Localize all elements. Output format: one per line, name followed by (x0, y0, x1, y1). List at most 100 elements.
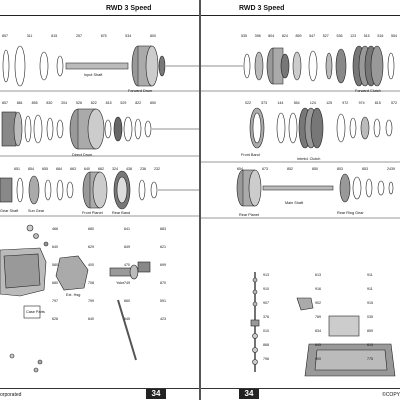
part-number-label: 708 (88, 281, 94, 285)
page-gutter (199, 0, 201, 400)
part-number-label: 972 (342, 101, 348, 105)
part-number-label: 853 (362, 167, 368, 171)
caption-input-shaft: Input Shaft (84, 73, 103, 77)
part-number-label: 376 (263, 315, 269, 319)
part-number-label: 613 (315, 273, 321, 277)
left-footer (0, 388, 199, 400)
right-page: RWD 3 Speed (201, 0, 400, 400)
part-number-label: 423 (160, 317, 166, 321)
part-number-label: 800 (150, 34, 156, 38)
left-page-header: RWD 3 Speed (106, 5, 152, 12)
caption-direct-drum: Direct Drum (72, 153, 92, 157)
part-number-label: 640 (88, 317, 94, 321)
caption-yoke: Yoke (116, 281, 124, 285)
part-number-label: 855 (32, 101, 38, 105)
ring-part (14, 45, 26, 87)
left-page-number: 34 (146, 389, 166, 399)
part-number-label: 123 (350, 34, 356, 38)
part-number-label: 910 (263, 287, 269, 291)
part-number-label: 830 (46, 101, 52, 105)
part-number-label: 204 (61, 101, 67, 105)
part-number-label: 527 (323, 34, 329, 38)
part-number-label: 515 (364, 34, 370, 38)
part-number-label: 900 (315, 357, 321, 361)
right-footer (201, 388, 400, 400)
caption-front-band: Front Band (241, 153, 260, 157)
part-number-label: 232 (154, 167, 160, 171)
caption-sun-gear: Sun Gear (28, 209, 45, 213)
caption-rear-planet: Rear Planet (239, 213, 260, 217)
part-number-label: 822 (135, 101, 141, 105)
part-number-label: 236 (140, 167, 146, 171)
caption-front-planet: Front Planet (82, 211, 104, 215)
part-number-label: 680 (88, 227, 94, 231)
part-number-label: 554 (391, 34, 397, 38)
part-number-label: 883 (160, 227, 166, 231)
part-number-label: 534 (125, 34, 131, 38)
part-number-label: 673 (262, 167, 268, 171)
part-number-label: 974 (359, 101, 365, 105)
part-number-label: 654 (237, 167, 243, 171)
rear-ring-gear-part (339, 173, 351, 203)
part-number-label: 913 (263, 273, 269, 277)
part-number-label: 526 (76, 101, 82, 105)
part-number-label: 815 (106, 101, 112, 105)
part-number-label: 144 (277, 101, 283, 105)
part-number-label: 398 (255, 34, 261, 38)
part-number-label: 675 (101, 34, 107, 38)
part-number-label: 660 (124, 299, 130, 303)
caption-case-parts: Case Parts (26, 310, 45, 314)
part-number-label: 311 (27, 34, 33, 38)
part-number-label: 868 (263, 343, 269, 347)
part-number-label: 010 (263, 329, 269, 333)
part-number-label: 2439 (387, 167, 395, 171)
part-number-label: 699 (160, 263, 166, 267)
part-number-label: 915 (367, 301, 373, 305)
part-number-label: 850 (312, 167, 318, 171)
part-number-label: 804 (268, 34, 274, 38)
part-number-label: 859 (367, 329, 373, 333)
left-header-rule (0, 15, 199, 16)
caption-intermediate-clutch: Intmtd. Clutch (297, 157, 320, 161)
caption-ext-hsg: Ext. Hsg (66, 293, 80, 297)
right-page-header: RWD 3 Speed (239, 5, 285, 12)
part-number-label: 466 (52, 227, 58, 231)
part-number-label: 640 (52, 245, 58, 249)
part-number-label: 834 (315, 329, 321, 333)
part-number-label: 815 (51, 34, 57, 38)
part-number-label: 640 (84, 167, 90, 171)
part-number-label: 796 (263, 357, 269, 361)
part-number-label: 628 (52, 317, 58, 321)
part-number-label: 881 (17, 101, 23, 105)
case-parts-box (23, 305, 41, 319)
part-number-label: 580 (52, 263, 58, 267)
part-number-label: 535 (241, 34, 247, 38)
part-number-label: 907 (263, 301, 269, 305)
part-number-label: 857 (2, 101, 8, 105)
part-number-label: 663 (70, 167, 76, 171)
part-number-label: 797 (52, 299, 58, 303)
part-number-label: 324 (112, 167, 118, 171)
part-number-label: 629 (88, 245, 94, 249)
part-number-label: 822 (91, 101, 97, 105)
part-number-label: 852 (287, 167, 293, 171)
part-number-label: 257 (76, 34, 82, 38)
caption-forward-clutch: Forward Clutch (355, 89, 381, 93)
part-number-label: 749 (124, 281, 130, 285)
right-footer-text: ©COPY (382, 392, 400, 398)
gear-shaft-part (0, 177, 13, 203)
caption-gear-shaft: Gear Shaft (0, 209, 19, 213)
sun-gear-part (28, 175, 40, 205)
part-number-label: 547 (309, 34, 315, 38)
part-number-label: 400 (88, 263, 94, 267)
caption-main-shaft: Main Shaft (285, 201, 304, 205)
part-number-label: 916 (315, 287, 321, 291)
part-number-label: 621 (160, 245, 166, 249)
part-number-label: 591 (160, 299, 166, 303)
